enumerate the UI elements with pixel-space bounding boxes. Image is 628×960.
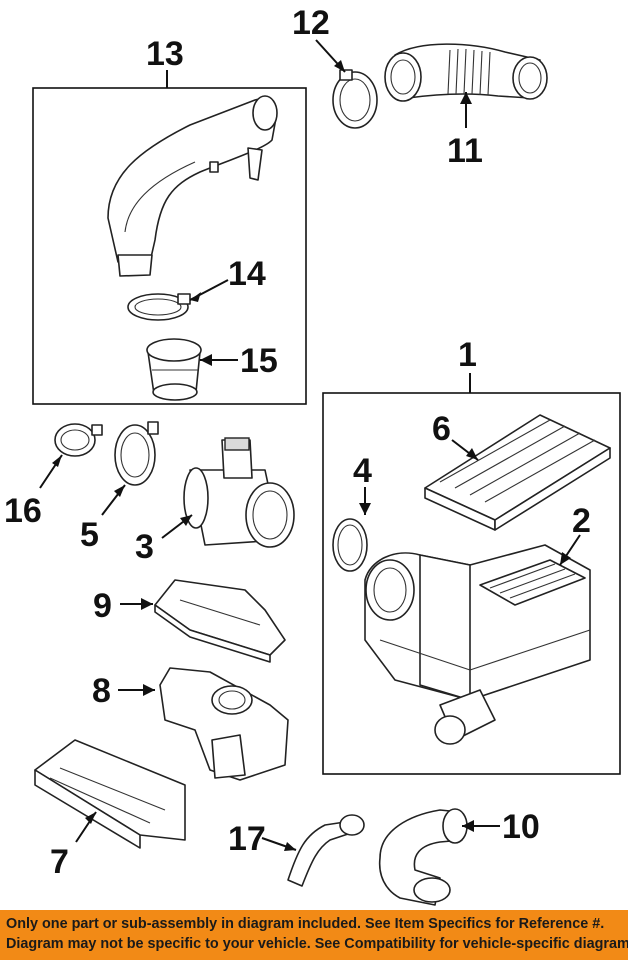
callout-7: 7 [50,843,69,881]
group-box-1 [322,392,621,775]
disclaimer-line-1: Only one part or sub-assembly in diagram… [6,916,605,932]
callout-15: 15 [240,342,278,380]
callout-13: 13 [146,35,184,73]
group-box-13 [32,87,307,405]
part-12-clamp [315,39,378,129]
callout-1: 1 [458,336,477,374]
callout-11: 11 [447,132,483,170]
part-4-seal [332,487,371,572]
part-14-clamp [127,279,229,321]
callout-10: 10 [502,808,540,846]
disclaimer-banner: Only one part or sub-assembly in diagram… [0,910,628,960]
part-16-clamp [39,423,103,489]
part-15-hose-coupler [146,338,238,401]
callout-4: 4 [353,452,372,490]
part-8-resonator [118,667,289,781]
callout-14: 14 [228,255,266,293]
callout-17: 17 [228,820,266,858]
callout-12: 12 [292,4,330,42]
part-13-intake-pipe [107,95,278,277]
callout-6: 6 [432,410,451,448]
part-3-maf-sensor [161,437,295,548]
part-7-air-guide [34,739,186,849]
callout-9: 9 [93,587,112,625]
disclaimer-line-2: Diagram may not be specific to your vehi… [6,936,628,952]
callout-2: 2 [572,502,591,540]
callout-16: 16 [4,492,42,530]
parts-diagram: 1 2 3 4 5 6 7 8 9 10 11 12 13 14 15 16 1… [4,4,621,906]
callout-3: 3 [135,528,154,566]
part-5-clamp [101,421,159,516]
part-1-air-cleaner-housing [364,534,591,745]
callout-5: 5 [80,516,99,554]
part-6-air-filter [424,414,611,531]
part-10-hose [378,808,500,906]
part-9-baffle [120,579,286,663]
callout-8: 8 [92,672,111,710]
part-11-intake-duct [384,43,548,128]
part-17-breather-hose [261,814,365,887]
